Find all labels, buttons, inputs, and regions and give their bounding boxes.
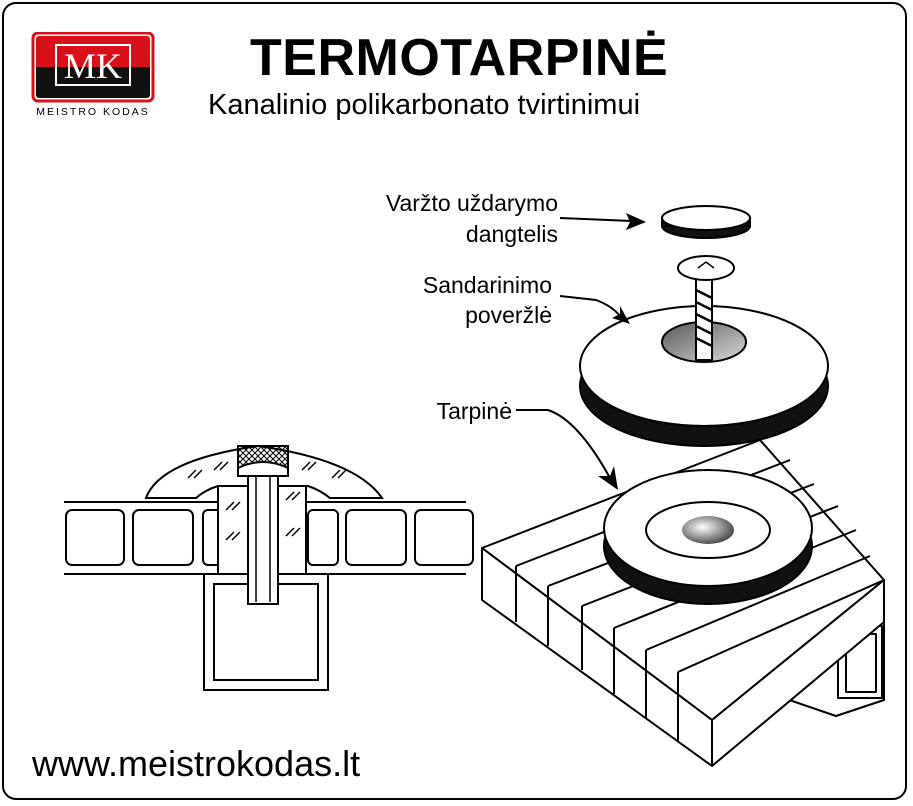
cap-icon [661, 205, 751, 239]
washer-label-line2: poveržlė [465, 302, 552, 328]
washer-label-line1: Sandarinimo [422, 272, 552, 298]
screw-icon [677, 255, 735, 361]
page-title: TERMOTARPINĖ [250, 29, 669, 87]
washer-icon [579, 305, 829, 447]
gasket-icon [603, 469, 813, 605]
cap-label-line2: dangtelis [465, 221, 558, 247]
arrow-icon [516, 217, 633, 479]
page-subtitle: Kanalinio polikarbonato tvirtinimui [208, 89, 641, 121]
logo-caption: MEISTRO KODAS [36, 106, 150, 118]
website-link[interactable]: www.meistrokodas.lt [32, 743, 361, 784]
gasket-label: Tarpinė [436, 398, 512, 424]
logo: MK [30, 31, 156, 122]
cross-section-drawing [64, 444, 474, 691]
logo-monogram: MK [63, 46, 122, 86]
cap-label-line1: Varžto uždarymo [385, 190, 558, 216]
